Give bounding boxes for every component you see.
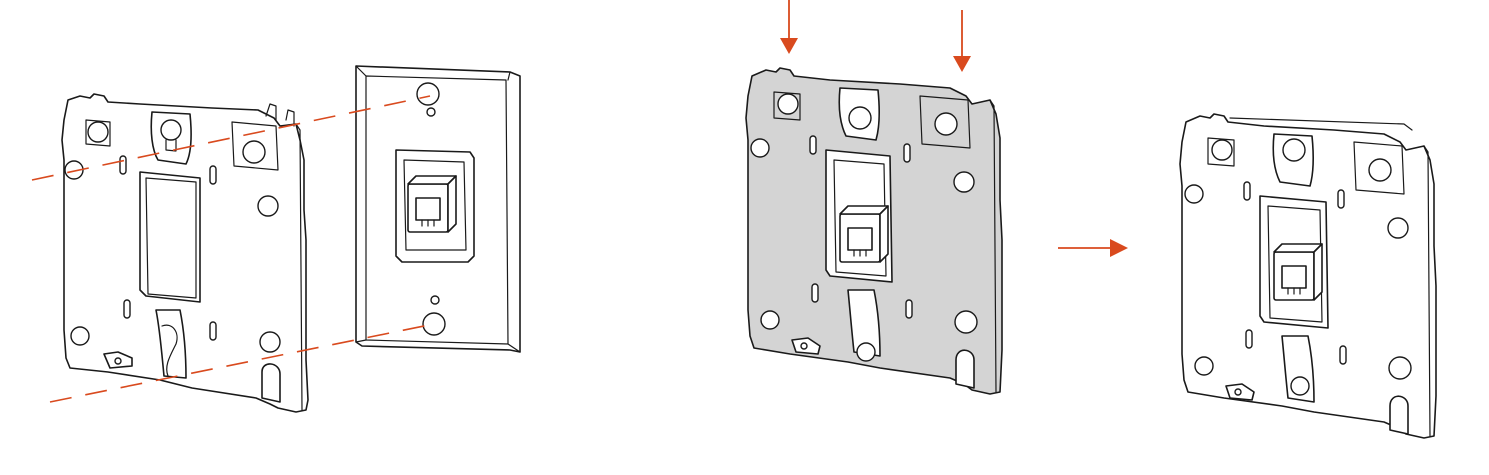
mounting-plate [61,93,309,413]
guide-bottom [49,323,435,403]
arrow-right-icon [1058,239,1128,257]
mounting-plate-shaded [745,67,1003,395]
rj-jack-icon [1273,243,1323,301]
alignment-guides [31,95,435,403]
mounted-plate [1179,113,1437,439]
guide-top [31,95,431,181]
arrow-down-icon [953,10,971,72]
wall-plate [355,65,521,353]
arrow-down-icon [780,0,798,54]
rj-jack-icon [407,175,457,233]
rj-jack-icon [839,205,889,263]
